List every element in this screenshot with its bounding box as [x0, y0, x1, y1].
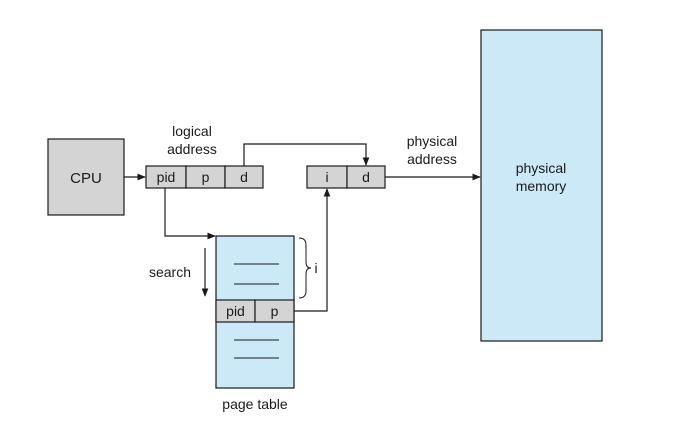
logical-pid-label: pid — [157, 169, 176, 185]
logical-p-label: p — [202, 169, 210, 185]
logical-address-caption-line1: logical — [172, 123, 212, 139]
page-table-pid-label: pid — [226, 303, 245, 319]
index-to-physical-arrow — [294, 188, 331, 312]
search-label: search — [149, 264, 191, 280]
page-table-p-label: p — [271, 303, 279, 319]
logical-address-caption-line2: address — [167, 141, 217, 157]
index-label: i — [314, 260, 317, 276]
pid-to-page-table-arrow — [164, 188, 216, 240]
physical-memory-label-line1: physical — [516, 160, 567, 176]
page-table: pid p page table — [215, 235, 295, 412]
logical-d-label: d — [240, 169, 248, 185]
cpu-label: CPU — [70, 170, 102, 187]
physical-address-caption-line1: physical — [407, 133, 458, 149]
physical-d-label: d — [362, 169, 370, 185]
logical-address-register: pid p d — [145, 165, 264, 189]
index-brace — [298, 237, 312, 299]
physical-address-register: i d — [306, 165, 386, 189]
physical-memory-label-line2: memory — [516, 178, 567, 194]
physical-i-label: i — [325, 169, 328, 185]
physical-memory-block: physical memory — [480, 29, 603, 342]
physical-address-caption-line2: address — [407, 151, 457, 167]
cpu-box: CPU — [47, 138, 125, 216]
page-table-caption: page table — [222, 396, 288, 412]
offset-to-physical-arrow — [243, 143, 370, 166]
